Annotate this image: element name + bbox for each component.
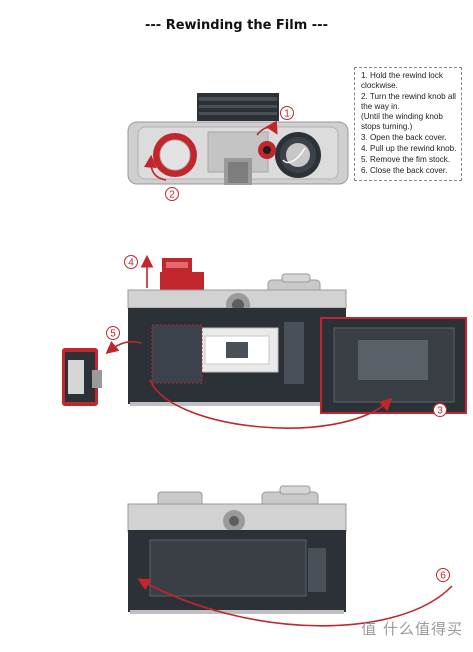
svg-text:6: 6 [440,571,446,582]
instruction-step-1: 1. Hold the rewind lock clockwise. [361,71,457,91]
instruction-step-2: 2. Turn the rewind knob all the way in. … [361,92,457,132]
instructions-box: 1. Hold the rewind lock clockwise. 2. Tu… [354,67,462,181]
step-note: (Until the winding knob stops turning.) [361,112,443,131]
step-text: Open the back cover. [370,133,447,142]
step-number: 3. [361,133,368,142]
svg-text:3: 3 [437,406,443,417]
step-text: Pull up the rewind knob. [370,144,457,153]
instruction-step-4: 4. Pull up the rewind knob. [361,144,457,154]
step-text: Hold the rewind lock clockwise. [361,71,443,90]
callout-arrows-bottom [137,578,453,627]
camera-top-view [127,93,349,185]
film-canister [62,348,102,406]
page-title: --- Rewinding the Film --- [145,18,328,33]
instruction-step-6: 6. Close the back cover. [361,166,457,176]
svg-text:4: 4 [128,258,134,269]
callout-arrows-middle [105,254,393,429]
callout-arrows-top [143,120,306,181]
callout-2: 2 [165,187,179,201]
step-text: Close the back cover. [370,166,448,175]
camera-closed-back [127,485,347,614]
callout-4: 4 [124,255,138,269]
camera-open-back [127,258,467,414]
svg-text:5: 5 [110,329,116,340]
step-number: 2. [361,92,368,101]
step-text: Remove the fim stock. [370,155,451,164]
instruction-step-3: 3. Open the back cover. [361,133,457,143]
svg-text:1: 1 [284,109,290,120]
callout-6: 6 [436,568,450,582]
step-number: 6. [361,166,368,175]
svg-text:2: 2 [169,190,175,201]
instruction-step-5: 5. Remove the fim stock. [361,155,457,165]
step-number: 1. [361,71,368,80]
callout-1: 1 [280,106,294,120]
step-number: 4. [361,144,368,153]
callout-5: 5 [106,326,120,340]
callout-3: 3 [433,403,447,417]
step-number: 5. [361,155,368,164]
step-text: Turn the rewind knob all the way in. [361,92,456,111]
instruction-list: 1. Hold the rewind lock clockwise. 2. Tu… [361,71,457,176]
watermark: 值 什么值得买 [361,620,463,638]
